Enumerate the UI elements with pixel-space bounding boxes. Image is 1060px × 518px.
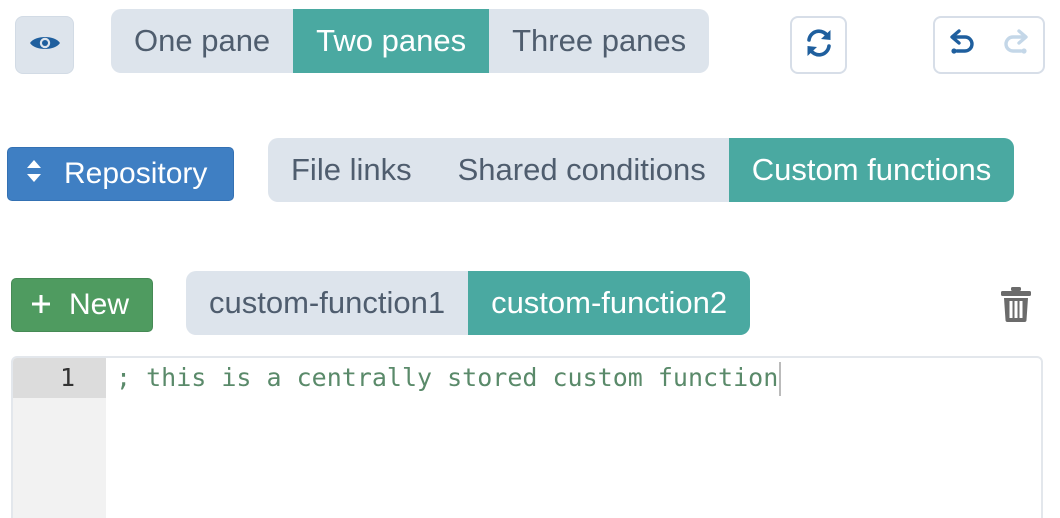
code-line-text: ; this is a centrally stored custom func…: [116, 363, 779, 392]
tab-file-links[interactable]: File links: [291, 152, 412, 187]
pane-layout-selector: One pane Two panes Three panes: [111, 9, 710, 73]
delete-function-button[interactable]: [998, 286, 1034, 327]
custom-function-selector: custom-function1 custom-function2: [186, 271, 751, 335]
new-function-label: New: [69, 288, 130, 321]
text-cursor: [779, 362, 782, 396]
code-line: ; this is a centrally stored custom func…: [116, 358, 782, 398]
undo-icon: [945, 28, 977, 63]
tab-shared-conditions[interactable]: Shared conditions: [457, 152, 706, 187]
new-function-button[interactable]: New: [11, 278, 153, 332]
redo-button[interactable]: [999, 27, 1035, 63]
trash-icon: [1000, 286, 1032, 327]
function-item-2[interactable]: custom-function2: [468, 271, 751, 335]
pane-option-one[interactable]: One pane: [134, 23, 271, 58]
repository-tabs: File links Shared conditions Custom func…: [268, 138, 1015, 202]
tab-custom-functions[interactable]: Custom functions: [728, 138, 1015, 202]
pane-option-three[interactable]: Three panes: [512, 23, 687, 58]
eye-icon: [28, 32, 62, 59]
line-number-gutter: 1: [13, 358, 106, 518]
line-number: 1: [13, 358, 106, 398]
sort-icon: [26, 157, 42, 191]
refresh-button[interactable]: [790, 16, 847, 74]
refresh-icon: [803, 27, 835, 64]
redo-icon: [1001, 28, 1033, 63]
preview-toggle-button[interactable]: [15, 16, 74, 74]
plus-icon: [31, 288, 51, 322]
undo-redo-group: [933, 16, 1045, 74]
code-editor[interactable]: 1 ; this is a centrally stored custom fu…: [11, 356, 1043, 518]
code-area[interactable]: ; this is a centrally stored custom func…: [106, 358, 1041, 518]
repository-button[interactable]: Repository: [7, 147, 234, 201]
pane-option-two[interactable]: Two panes: [293, 9, 490, 73]
repository-label: Repository: [64, 157, 208, 190]
undo-button[interactable]: [943, 27, 979, 63]
function-item-1[interactable]: custom-function1: [209, 285, 446, 320]
